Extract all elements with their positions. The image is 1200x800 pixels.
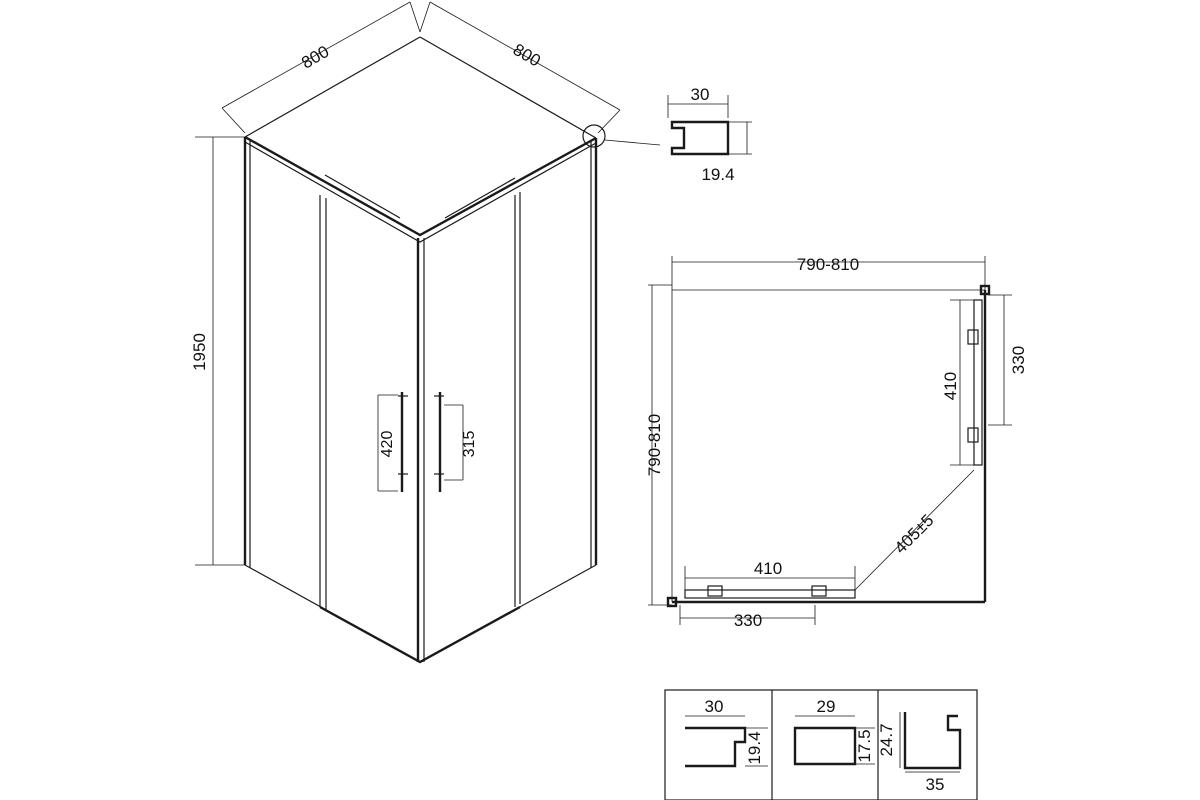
iso-dim-width-right: 800 [419,1,621,134]
iso-top-frame [244,135,597,237]
svg-text:30: 30 [705,697,724,716]
svg-text:30: 30 [691,85,710,104]
iso-dim-handle-left: 420 [377,394,398,492]
isometric-view: 800 800 1950 420 315 [190,1,661,664]
svg-text:420: 420 [379,431,396,458]
iso-dim-handle-right: 315 [444,404,478,481]
profile-1: 30 19.4 [685,697,768,768]
profile-3: 24.7 35 [877,712,962,794]
svg-text:800: 800 [298,42,332,73]
svg-text:315: 315 [461,431,478,458]
profile-table: 30 19.4 29 17.5 24.7 35 [664,689,978,800]
svg-text:29: 29 [817,697,836,716]
svg-text:19.4: 19.4 [745,731,764,764]
profile-2: 29 17.5 [793,697,875,766]
svg-text:330: 330 [734,611,762,630]
svg-text:1950: 1950 [190,333,209,371]
svg-text:800: 800 [510,40,544,71]
svg-text:790-810: 790-810 [797,255,859,274]
plan-diagonal-line [854,469,975,591]
corner-profile-detail: 30 19.4 [667,85,752,184]
svg-text:17.5: 17.5 [855,729,874,762]
iso-dim-width-left: 800 [221,1,421,134]
iso-dim-height: 1950 [190,136,245,566]
plan-view: 790-810 790-810 410 330 410 330 [645,255,1028,630]
iso-left-handle [398,392,408,492]
svg-text:35: 35 [926,775,945,794]
svg-text:24.7: 24.7 [877,723,896,756]
iso-right-handle [434,392,444,492]
svg-text:405±5: 405±5 [891,511,938,558]
detail-callout-circle [582,124,606,148]
svg-text:410: 410 [941,372,960,400]
svg-text:19.4: 19.4 [701,165,734,184]
svg-text:410: 410 [754,559,782,578]
svg-text:790-810: 790-810 [645,414,664,476]
svg-text:330: 330 [1009,346,1028,374]
